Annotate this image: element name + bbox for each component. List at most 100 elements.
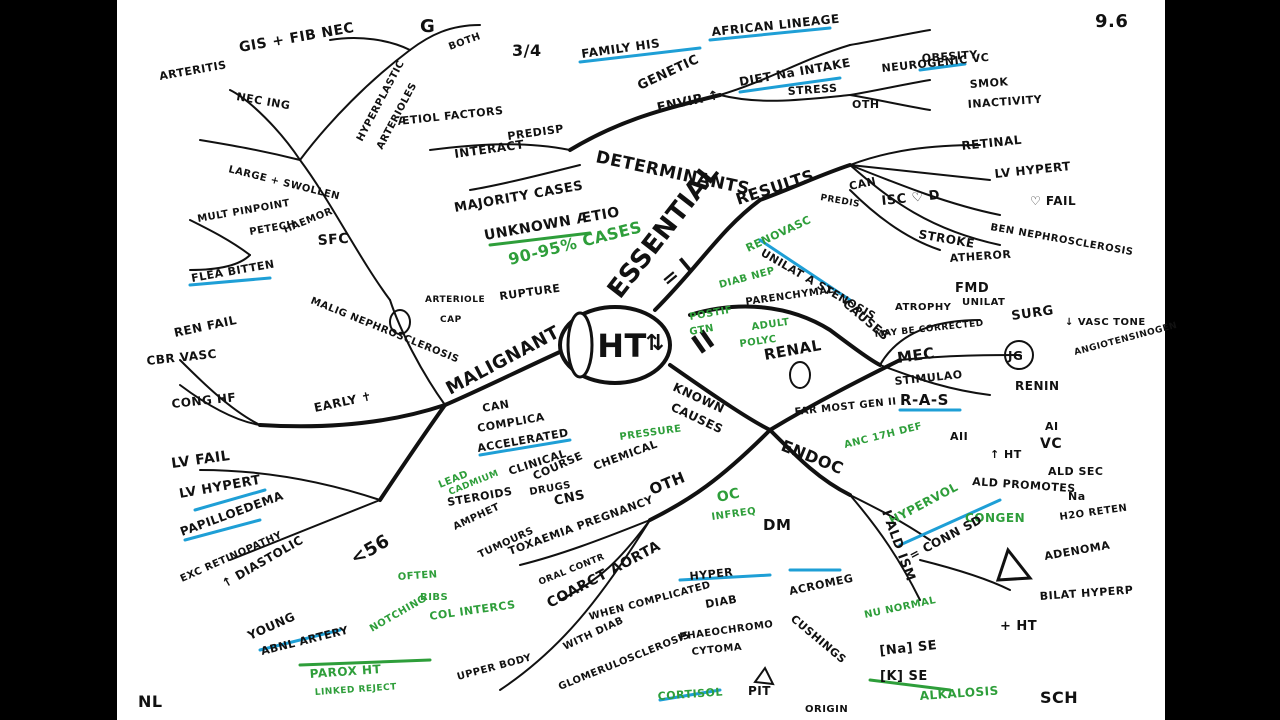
small-triangle-icon: [753, 666, 775, 686]
capillary-icon: [389, 309, 411, 335]
secondary-renovasc: RENOVASC: [744, 213, 813, 255]
mec-ras: R-A-S: [900, 391, 949, 409]
malignant-gis-fib-nec: GIS + FIB NEC: [238, 20, 356, 56]
endoc-dm: DM: [763, 516, 791, 534]
endoc-congen: CONGEN: [965, 511, 1025, 525]
essential-branch: ESSENTIAL = I 90-95% CASES MAJORITY CASE…: [397, 12, 1043, 305]
branch-endoc: [768, 428, 852, 497]
mec-ald-sec: ALD SEC: [1048, 465, 1104, 478]
reviewer-initials: SCH: [1040, 688, 1078, 707]
malignant-lv-hypert: LV HYPERT: [178, 473, 262, 502]
branch-lower-left: [378, 403, 447, 502]
branch-early: [258, 403, 447, 429]
endoc-parox-ht: PAROX HT: [309, 662, 382, 681]
center-node: HT ⇅: [558, 305, 672, 385]
malignant-arteriole: ARTERIOLE: [425, 295, 485, 305]
center-arrow-icon: ⇅: [646, 331, 665, 356]
endoc-diab: DIAB: [704, 593, 738, 611]
endoc-upper-body: UPPER BODY: [456, 652, 533, 683]
mec-ald-promotes: ALD PROMOTES: [972, 475, 1076, 495]
triangle-icon: [995, 546, 1033, 582]
branch-genetic: [568, 93, 722, 152]
endoc-phaeo: PHAEOCHROMO: [679, 619, 774, 643]
endoc-far-most: FAR MOST GEN II: [794, 396, 897, 418]
sketch-icons: [389, 309, 1034, 686]
endoc-infreq: INFREQ: [711, 506, 757, 523]
author-initials: NL: [138, 692, 163, 711]
essential-fraction: 3/4: [512, 41, 542, 60]
main-branches: [258, 93, 902, 522]
malignant-age: <56: [347, 530, 394, 569]
secondary-surg: SURG: [1010, 303, 1054, 324]
results-heart-fail: ♡ FAIL: [1030, 194, 1076, 208]
branch-renal: [688, 304, 882, 367]
corner-labels: 9.6 NL SCH: [138, 11, 1128, 711]
malignant-sfc: SFC: [317, 231, 349, 249]
endoc-hyper: HYPER: [689, 565, 734, 583]
jg-circle-icon: [1004, 340, 1034, 370]
secondary-fmd: FMD: [955, 281, 989, 296]
branch-results: [758, 163, 852, 202]
malignant-rupture: RUPTURE: [499, 282, 562, 303]
essential-oth: OTH: [852, 98, 880, 111]
mec-vasc-tone: ↓ VASC TONE: [1065, 317, 1146, 328]
mec-vc: VC: [1040, 436, 1062, 452]
results-branch: RESULTS RETINAL LV HYPERT ♡ FAIL BEN NEP…: [733, 133, 1134, 265]
secondary-atrophy: ATROPHY: [895, 302, 952, 313]
malignant-both: BOTH: [447, 31, 482, 53]
essential-inactivity: INACTIVITY: [967, 93, 1043, 111]
endoc-nu-norm: NU NORMAL: [863, 595, 937, 621]
endoc-oc: OC: [716, 485, 742, 505]
results-atheror: ATHEROR: [949, 248, 1011, 265]
malignant-can: CAN: [481, 397, 510, 415]
secondary-unilat: UNILAT: [962, 297, 1005, 308]
mec-a2: AII: [950, 430, 968, 443]
kidney-icon: [789, 361, 811, 389]
essential-aetiol: ÆTIOL FACTORS: [397, 104, 504, 128]
mec-renin: RENIN: [1015, 379, 1060, 393]
endoc-chemical: CHEMICAL: [592, 438, 660, 473]
malignant-cbr-vasc: CBR VASC: [146, 347, 218, 368]
highlights: [183, 26, 1002, 702]
endoc-ribs: RIBS: [420, 592, 448, 603]
sub-branches: [179, 24, 1021, 691]
endoc-adenoma: ADENOMA: [1043, 539, 1111, 563]
endoc-na-se: [Na] SE: [879, 638, 938, 659]
essential-predisp: PREDISP: [507, 122, 565, 143]
essential-equals: = I: [656, 252, 696, 291]
endoc-origin: ORIGIN: [805, 704, 848, 715]
results-isc: ISC ♡ D: [881, 188, 941, 209]
endoc-cytoma: CYTOMA: [691, 642, 742, 658]
endoc-oth: OTH: [647, 468, 688, 499]
malignant-large-swollen: LARGE + SWOLLEN: [227, 164, 341, 202]
branch-essential: [653, 198, 762, 312]
page-number: 9.6: [1095, 11, 1128, 32]
results-label: RESULTS: [733, 166, 816, 209]
secondary-polyc: POLYC: [739, 334, 778, 350]
endoc-anc: ANC 17H DEF: [843, 421, 923, 451]
mec-h2o: H2O RETEN: [1059, 503, 1128, 523]
endoc-alkalosis: ALKALOSIS: [919, 684, 999, 703]
endoc-bilat: BILAT HYPERP: [1039, 583, 1133, 603]
mec-jg: JG: [1007, 349, 1023, 363]
endoc-ht-plus: + HT: [1000, 619, 1037, 634]
endoc-pit: PIT: [748, 684, 771, 698]
endoc-often: OFTEN: [397, 569, 438, 583]
results-retinal: RETINAL: [961, 133, 1023, 153]
malignant-cong-hf: CONG HF: [171, 390, 237, 411]
branch-mec: [768, 358, 902, 432]
endoc-linked-reject: LINKED REJECT: [315, 682, 398, 698]
malignant-cap: CAP: [440, 315, 462, 325]
malignant-ren-fail: REN FAIL: [173, 313, 238, 340]
essential-envir: ENVIR ↑: [656, 88, 721, 116]
endoc-cushings: CUSHINGS: [788, 612, 849, 666]
secondary-parenchymal: PARENCHYMAL: [745, 285, 835, 308]
mec-stimula: STIMULAO: [894, 368, 963, 388]
malignant-malig-nephro: MALIG NEPHROSCLEROSIS: [309, 296, 461, 366]
malignant-arteritis: ARTERITIS: [158, 58, 227, 83]
mec-na: Na: [1068, 490, 1086, 503]
secondary-diab-nep: DIAB NEP: [718, 265, 776, 290]
secondary-postif: POSTIF: [689, 305, 734, 323]
